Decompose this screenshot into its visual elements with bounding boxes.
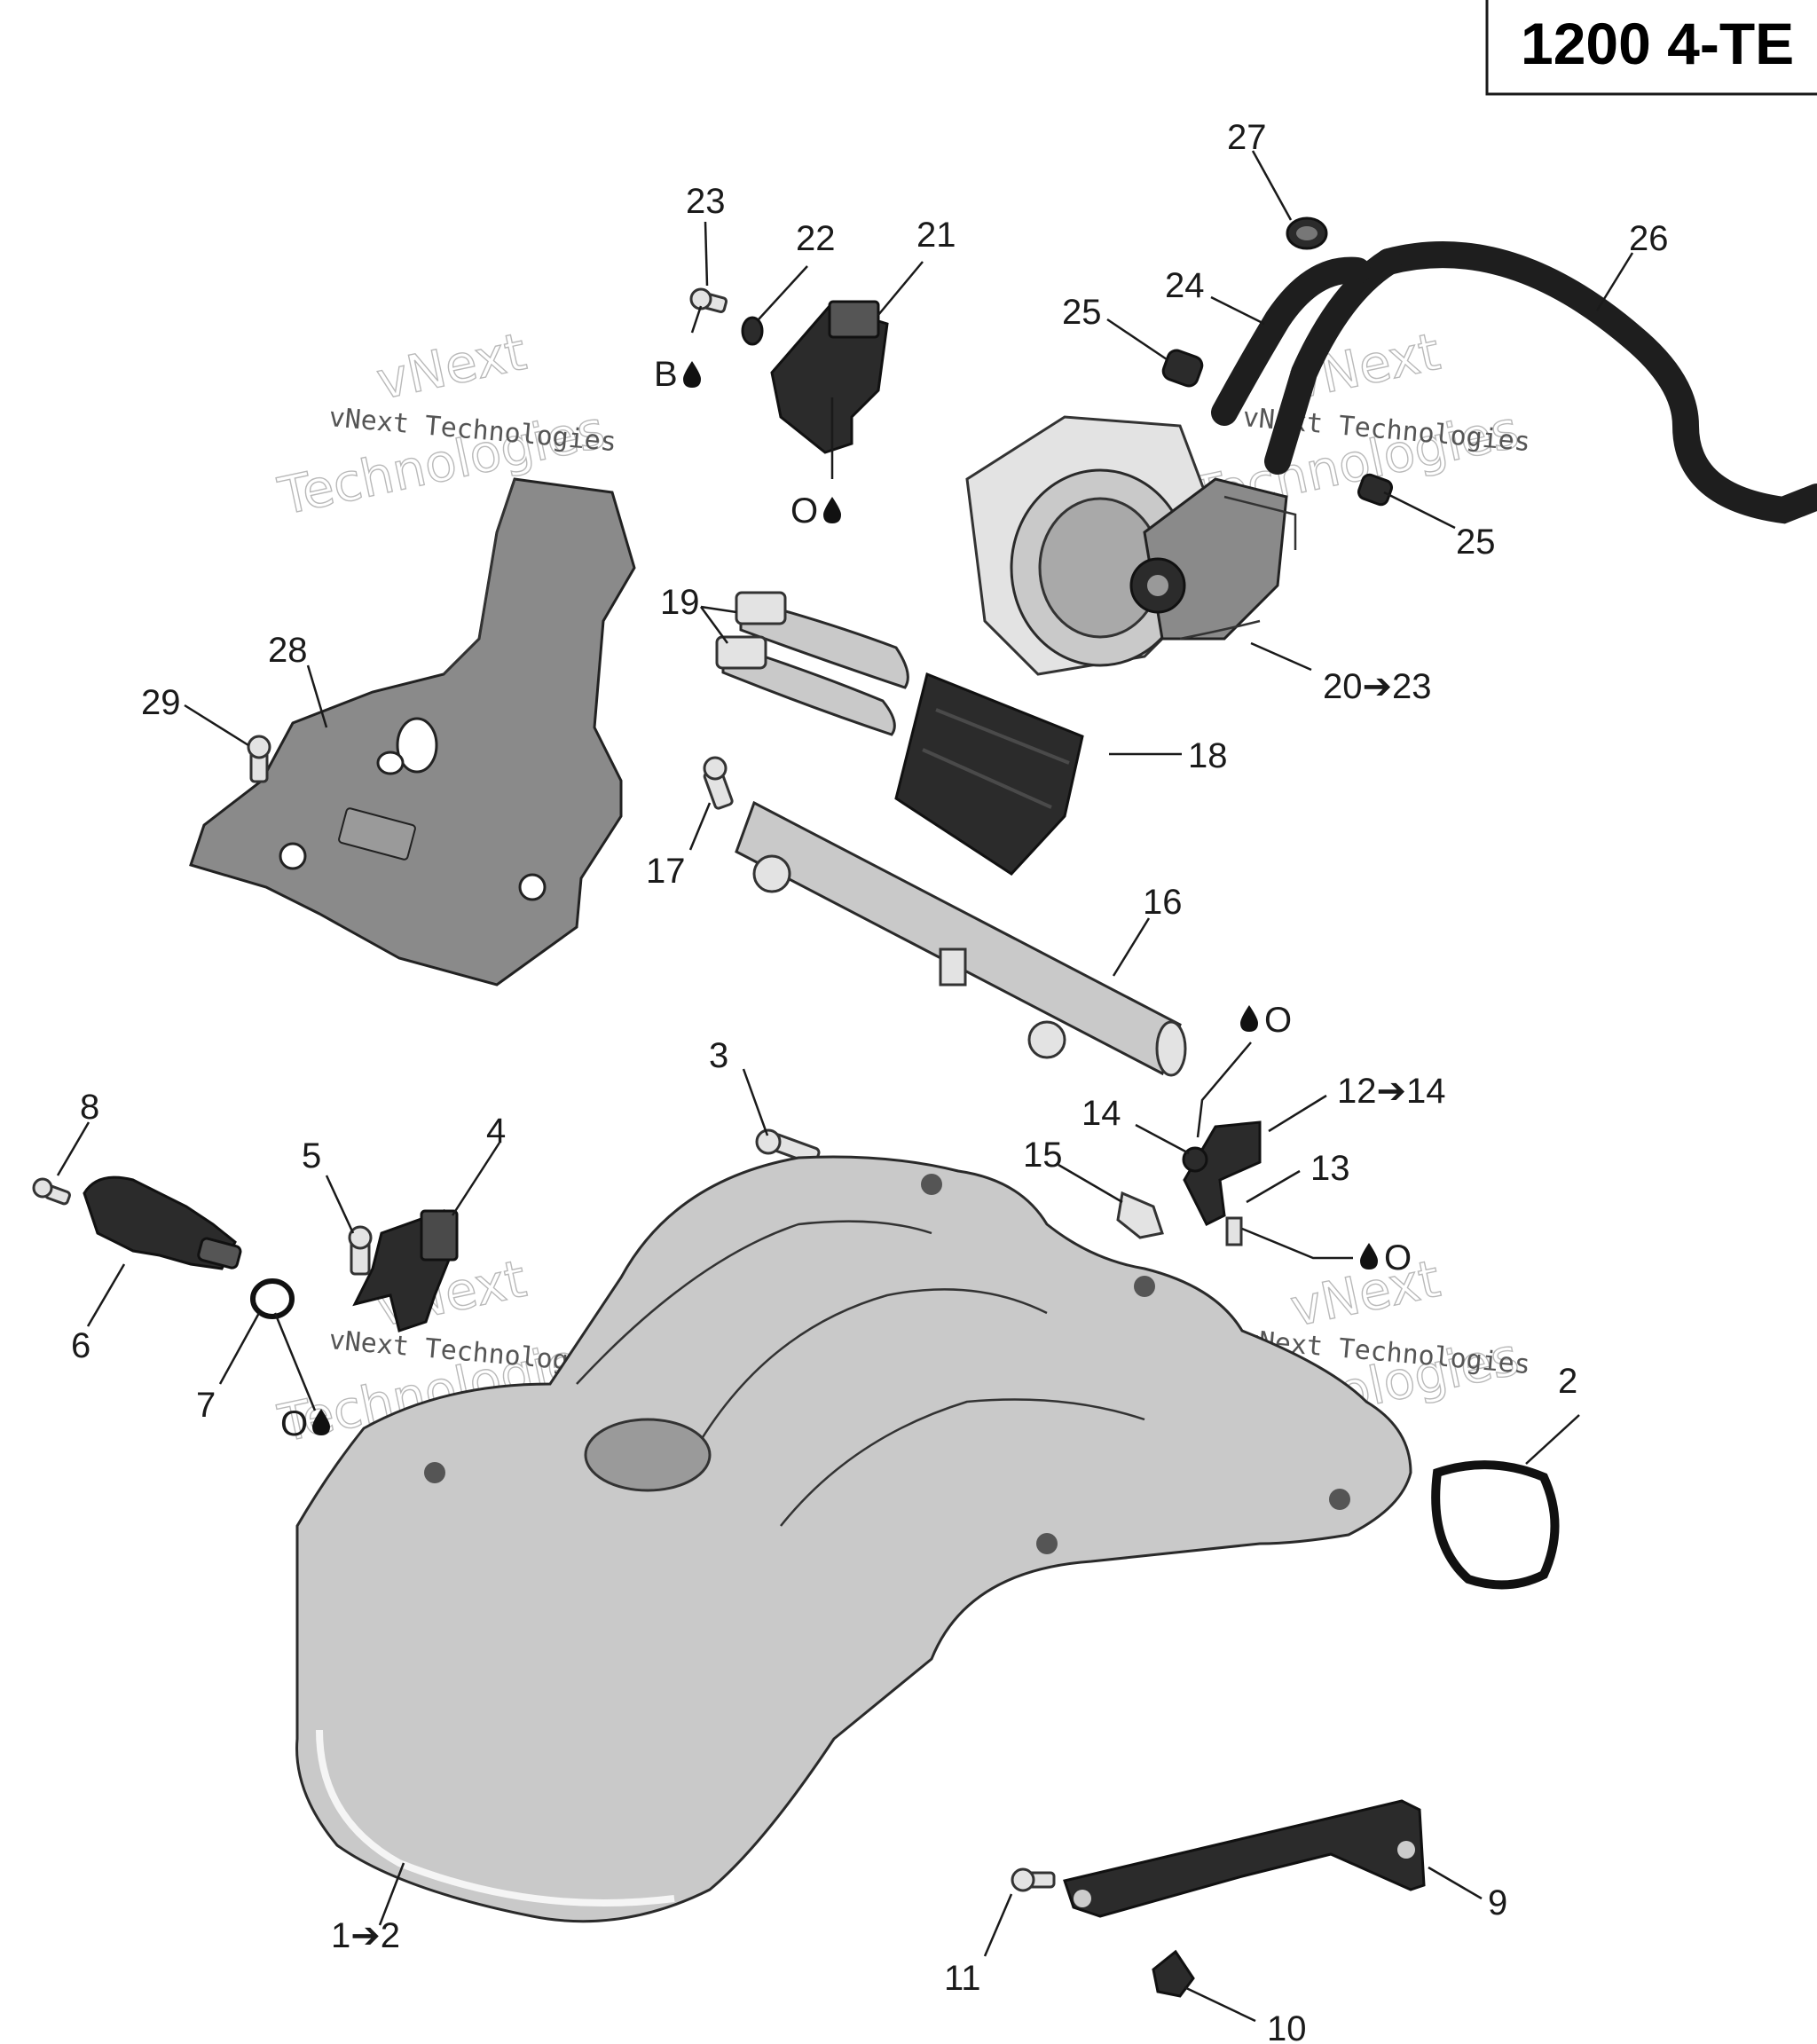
screw-23: [689, 287, 728, 313]
callout-29: 29: [141, 683, 181, 722]
sensor-4: [352, 1209, 459, 1333]
screw-8: [32, 1177, 71, 1206]
callout-14: 14: [1082, 1094, 1121, 1133]
rubber-coupler-18: [894, 672, 1084, 876]
callout-27: 27: [1227, 118, 1267, 157]
callout-labels: 27 24 25 26 25 20➔23 18 19 21 22 23 B O …: [71, 118, 1669, 2044]
o-ring-7: [250, 1278, 295, 1319]
oil-drop-icon: [683, 361, 701, 388]
callout-19: 19: [660, 583, 700, 622]
callout-10: 10: [1267, 2009, 1307, 2044]
watermark-line1: vNext: [372, 321, 531, 412]
callout-23: 23: [686, 182, 726, 221]
callout-18: 18: [1188, 736, 1228, 775]
callout-12: 12➔14: [1337, 1072, 1446, 1111]
callout-8: 8: [80, 1088, 99, 1127]
callout-25: 25: [1062, 293, 1102, 332]
callout-3: 3: [709, 1036, 728, 1075]
callout-28: 28: [268, 631, 308, 670]
screw-29: [247, 735, 271, 783]
callout-15: 15: [1023, 1136, 1063, 1175]
callout-4: 4: [486, 1112, 506, 1151]
callout-17: 17: [646, 852, 686, 891]
callout-22: 22: [796, 219, 836, 258]
callout-1: 1➔2: [331, 1916, 400, 1955]
lube-mark-b: B: [654, 355, 678, 394]
leader-lines: [56, 150, 1634, 2023]
title-text: 1200 4-TE: [1521, 11, 1794, 76]
sensor-21: [770, 300, 889, 454]
bracket-plate-28: [189, 477, 636, 987]
oil-drop-icon: [312, 1409, 330, 1435]
lube-mark-o: O: [1384, 1238, 1412, 1278]
fuel-rail-16: [735, 800, 1187, 1077]
o-ring-14: [1182, 1146, 1208, 1173]
oil-drop-icons: [312, 361, 1378, 1435]
callout-2: 2: [1558, 1362, 1577, 1401]
hose-26-connector: [1264, 248, 1402, 475]
clamp-25-top: [1161, 349, 1204, 388]
oil-drop-icon: [1360, 1243, 1378, 1270]
oil-drop-icon: [1240, 1005, 1258, 1032]
clip-15: [1116, 1191, 1164, 1239]
o-ring-22: [741, 316, 764, 346]
callout-5: 5: [302, 1136, 321, 1175]
hose-24: [1211, 256, 1371, 426]
hose-clamp-19-lower: [715, 635, 896, 736]
fuel-injector-12: [1183, 1120, 1262, 1246]
callout-20: 20➔23: [1323, 667, 1432, 706]
gasket-2: [1431, 1460, 1560, 1590]
lube-mark-o: O: [791, 491, 818, 531]
callout-11: 11: [944, 1959, 981, 1998]
callout-6: 6: [71, 1326, 90, 1365]
screw-11: [1011, 1867, 1056, 1892]
bracket-9: [1063, 1799, 1426, 1918]
screw-17: [703, 756, 734, 810]
watermark-top-left: vNext Technologies vNext Technologies: [272, 320, 617, 527]
callout-24: 24: [1165, 266, 1205, 305]
callout-26: 26: [1629, 219, 1669, 258]
callout-25: 25: [1456, 523, 1496, 562]
throttle-body: [965, 415, 1297, 676]
lube-mark-o: O: [280, 1404, 308, 1443]
hose-clamp-19-upper: [735, 591, 909, 689]
hose-26: [1375, 241, 1817, 524]
callout-7: 7: [196, 1386, 216, 1425]
oil-drop-icon: [823, 497, 841, 523]
callout-16: 16: [1143, 883, 1183, 922]
valve-6: [83, 1175, 242, 1270]
screw-5: [348, 1225, 373, 1276]
callout-9: 9: [1488, 1883, 1507, 1922]
clamp-27: [1286, 216, 1328, 250]
lube-mark-o: O: [1264, 1001, 1292, 1040]
callout-21: 21: [916, 216, 956, 255]
intake-manifold-1: [295, 1155, 1412, 1923]
callout-13: 13: [1310, 1149, 1350, 1188]
title-box: 1200 4-TE: [1485, 0, 1817, 96]
